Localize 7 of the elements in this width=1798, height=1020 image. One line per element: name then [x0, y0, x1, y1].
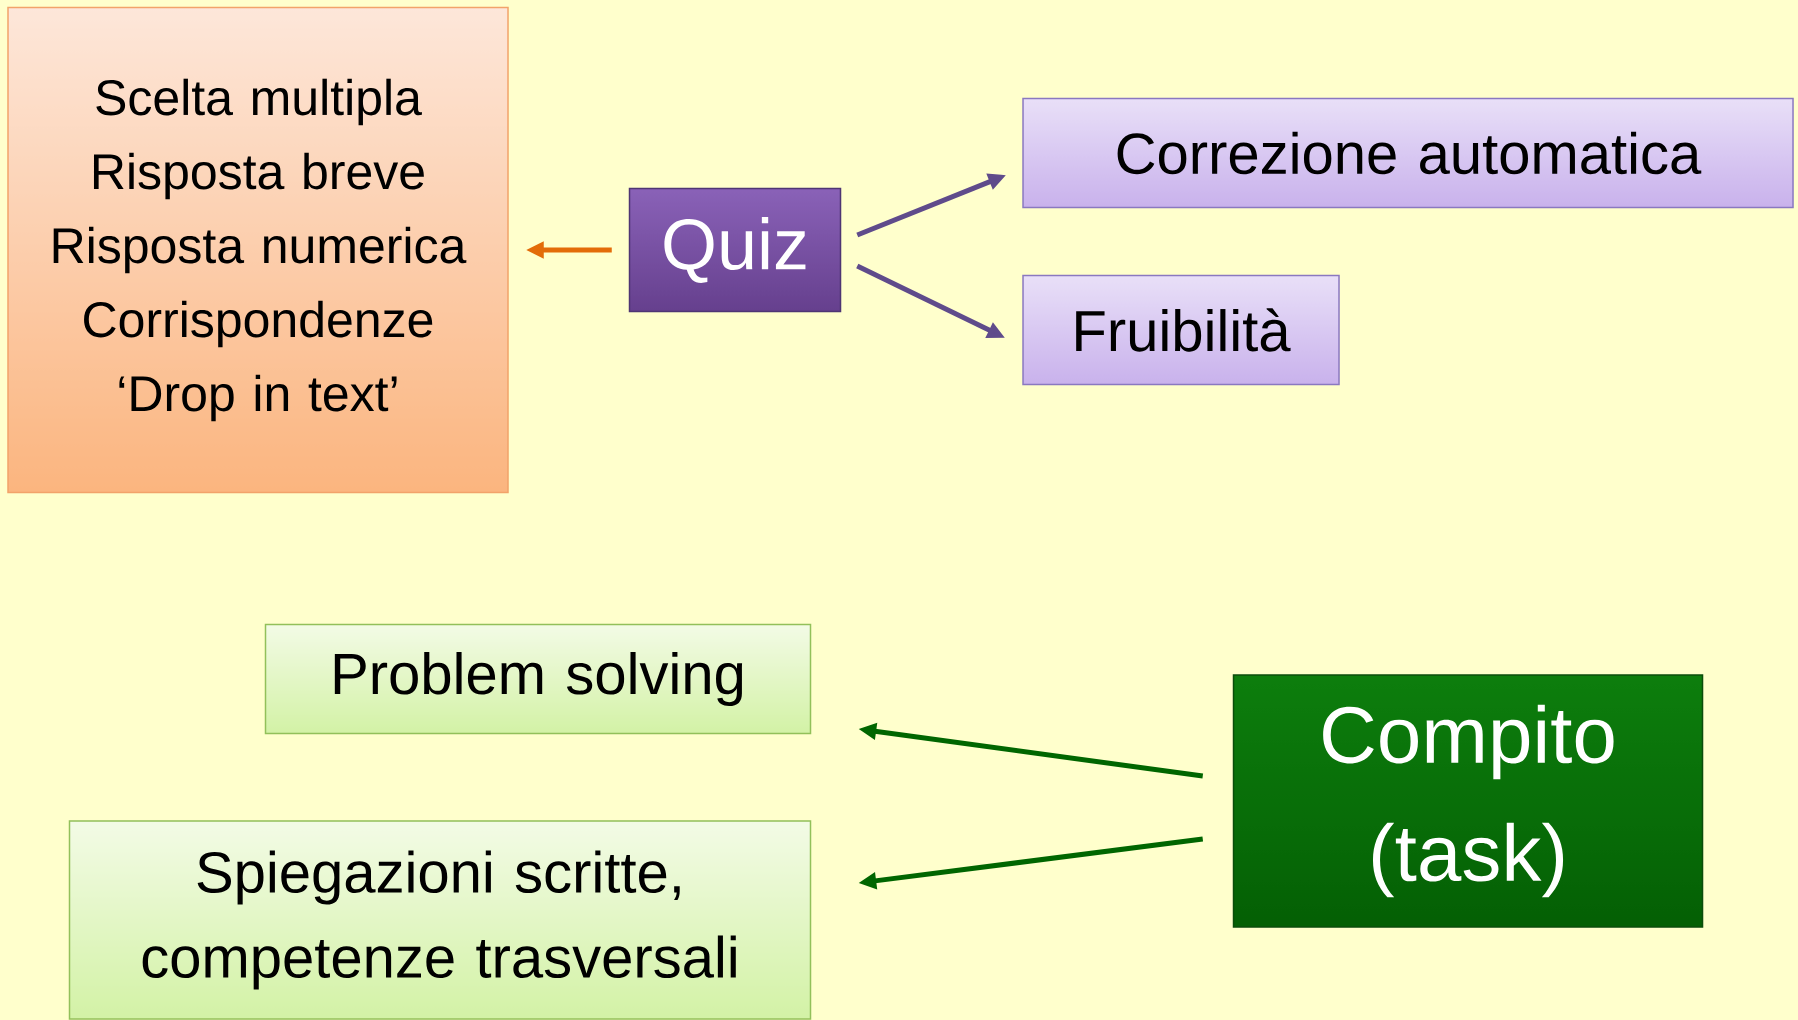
process-box: Spiegazioni scritte, competenze trasversali [68, 820, 812, 1020]
process-box: Correzione automatica [1022, 97, 1794, 209]
process-box: Compito (task) [1232, 674, 1704, 928]
process-box: Fruibilità [1022, 274, 1340, 386]
process-box: Problem solving [264, 623, 812, 735]
list-box: Scelta multipla Risposta breve Risposta numerica Corrispondenze ‘Drop in text’ [7, 6, 509, 494]
process-box: Quiz [628, 187, 842, 313]
